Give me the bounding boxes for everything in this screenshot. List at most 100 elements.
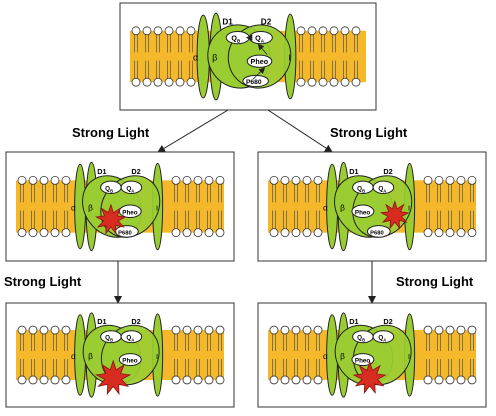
lipid-head (164, 26, 174, 36)
lipid-head (50, 325, 60, 335)
qb-label: QB (357, 185, 365, 193)
lipid-head (313, 228, 323, 238)
arrow-top-to-right (267, 109, 333, 153)
lipid-head (193, 375, 203, 385)
lipid-head (61, 228, 71, 238)
lipid-head (340, 26, 350, 36)
lipid-head (28, 228, 38, 238)
photodamage-burst (95, 203, 127, 235)
d1-label: D1 (97, 317, 106, 326)
lipid-head (153, 77, 163, 87)
p680-site (242, 74, 269, 88)
qb-label: QB (105, 185, 113, 193)
lipid-head (39, 375, 49, 385)
pheo-site (351, 353, 375, 367)
alpha-label: α (193, 53, 199, 63)
lipid-head (291, 175, 301, 185)
p680-site (366, 225, 391, 238)
lipid-head (302, 175, 312, 185)
lipid-head (50, 375, 60, 385)
qa-label: QA (378, 335, 386, 343)
qb-label: QB (357, 335, 365, 343)
lipid-head (434, 375, 444, 385)
lipid-head (171, 325, 181, 335)
electron-arrow-p680-to-pheo (252, 67, 266, 80)
lipid-head (307, 26, 317, 36)
lipid-head (329, 77, 339, 87)
pheo-site (118, 353, 142, 367)
strong-light-label-bottom-right: Strong Light (396, 274, 474, 289)
lipid-head (50, 175, 60, 185)
lipid-head (467, 325, 477, 335)
lipid-head (39, 175, 49, 185)
lipid-head (171, 375, 181, 385)
pheo-label: Pheo (251, 57, 269, 66)
lipid-head (164, 77, 174, 87)
lipid-head (204, 228, 214, 238)
d2-label: D2 (383, 167, 392, 176)
lipid-head (269, 175, 279, 185)
arrow-top-to-left (157, 109, 229, 153)
lipid-head (61, 325, 71, 335)
lipid-head (215, 375, 225, 385)
lipid-head (280, 175, 290, 185)
lipid-head (17, 375, 27, 385)
lipid-head (193, 175, 203, 185)
i-label: I (156, 352, 158, 361)
lipid-head (142, 26, 152, 36)
lipid-head (269, 375, 279, 385)
lipid-head (423, 325, 433, 335)
lipid-head (215, 325, 225, 335)
lipid-head (318, 77, 328, 87)
lipid-head (175, 77, 185, 87)
lipid-head (215, 228, 225, 238)
lipid-head (17, 228, 27, 238)
lipid-head (329, 26, 339, 36)
lipid-head (39, 228, 49, 238)
lipid-head (175, 26, 185, 36)
d2-label: D2 (131, 167, 140, 176)
lipid-head (307, 77, 317, 87)
qb-label: QB (231, 34, 241, 44)
lipid-head (193, 325, 203, 335)
qa-label: QA (255, 34, 265, 44)
lipid-head (456, 228, 466, 238)
lipid-head (291, 228, 301, 238)
i-label: I (156, 204, 158, 213)
lipid-head (269, 325, 279, 335)
alpha-label: α (323, 203, 328, 213)
lipid-head (291, 375, 301, 385)
lipid-head (280, 228, 290, 238)
lipid-head (182, 375, 192, 385)
strong-light-label-top-left: Strong Light (72, 125, 150, 140)
lipid-head (302, 228, 312, 238)
lipid-head (445, 325, 455, 335)
beta-label: β (340, 203, 345, 213)
lipid-head (456, 175, 466, 185)
d1-label: D1 (349, 317, 358, 326)
lipid-head (17, 175, 27, 185)
alpha-label: α (71, 203, 76, 213)
lipid-head (302, 325, 312, 335)
lipid-head (39, 325, 49, 335)
beta-label: β (88, 351, 93, 361)
lipid-head (467, 228, 477, 238)
i-label: I (408, 204, 410, 213)
alpha-label: α (323, 351, 328, 361)
lipid-head (351, 26, 361, 36)
d1-label: D1 (349, 167, 358, 176)
qa-site (372, 180, 395, 195)
strong-light-label-bottom-left: Strong Light (4, 274, 82, 289)
lipid-head (445, 375, 455, 385)
qa-label: QA (126, 185, 134, 193)
photodamage-burst (380, 200, 410, 230)
lipid-head (456, 375, 466, 385)
lipid-head (182, 325, 192, 335)
strong-light-label-top-right: Strong Light (330, 125, 408, 140)
